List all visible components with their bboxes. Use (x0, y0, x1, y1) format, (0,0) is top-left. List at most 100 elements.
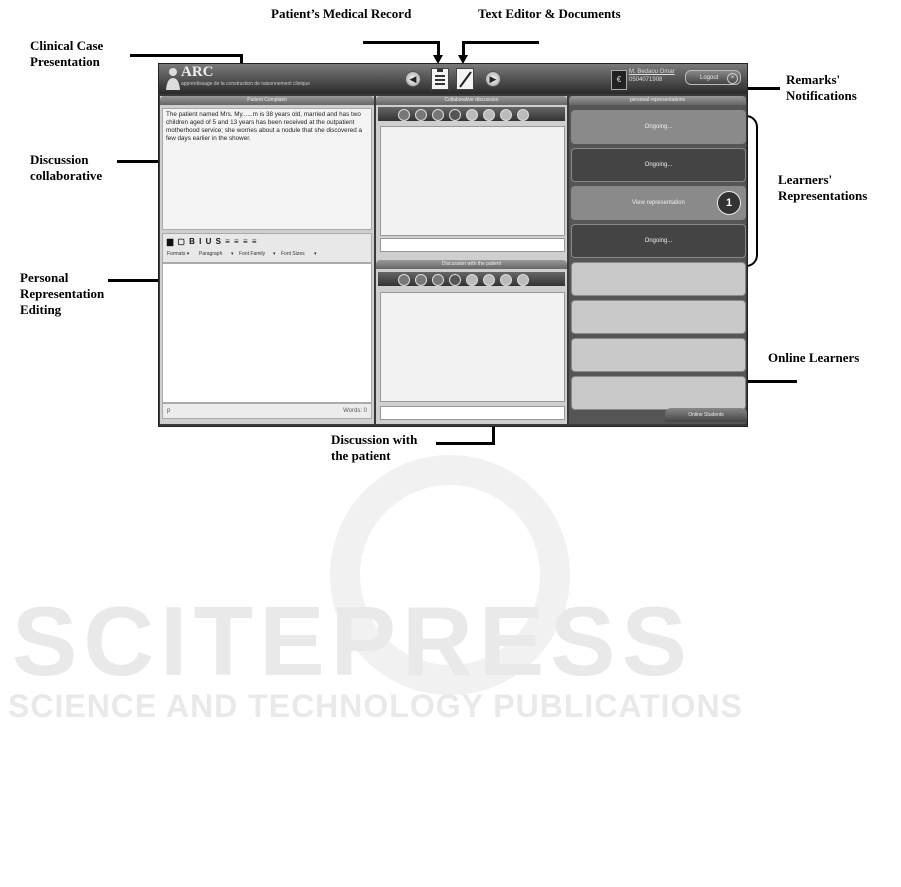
logout-button[interactable]: Logout × (685, 70, 741, 85)
paragraph-select[interactable]: Paragraph (199, 251, 223, 257)
participant-indicators (378, 107, 565, 121)
logout-label: Logout (700, 75, 719, 81)
app-logo-subtitle: apprentissage de la construction de rais… (181, 81, 310, 87)
participant-dot (483, 109, 495, 121)
next-arrow-icon[interactable]: ▶ (485, 71, 501, 87)
personal-representations-header: personal representations (569, 96, 746, 105)
arrow-line (462, 41, 465, 55)
representation-item[interactable]: View representation 1 (571, 186, 746, 220)
patient-complaint-header: Patient Complaint (160, 96, 374, 105)
user-id: 0504071908 (629, 77, 663, 83)
participant-dot (432, 274, 444, 286)
patient-discussion-header: Discussion with the patient (376, 260, 567, 269)
participant-dot (500, 274, 512, 286)
chevron-down-icon[interactable]: ▾ (273, 251, 276, 257)
chevron-down-icon[interactable]: ▾ (231, 251, 234, 257)
arrow-line (437, 41, 440, 55)
avatar: € (611, 70, 627, 90)
annotation-medical-record: Patient’s Medical Record (271, 6, 412, 21)
collaborative-discussion-header: Collaborative discussion (376, 96, 567, 105)
annotation-line: collaborative (30, 168, 103, 183)
annotation-online-learners: Online Learners (768, 350, 860, 365)
representation-item[interactable]: Ongoing... (571, 148, 746, 182)
annotation-line: Remarks' (786, 72, 841, 87)
top-bar: ARC apprentissage de la construction de … (159, 64, 747, 94)
annotation-line: Editing (20, 302, 62, 317)
annotation-line: Learners' (778, 172, 833, 187)
representation-editor[interactable] (162, 263, 372, 403)
participant-dot (415, 274, 427, 286)
representation-item[interactable]: Ongoing... (571, 110, 746, 144)
participant-indicators (378, 272, 565, 286)
empty-slot (571, 338, 746, 372)
annotation-personal-representation: Personal Representation Editing (20, 270, 104, 318)
participant-dot (432, 109, 444, 121)
formatting-icons[interactable]: ▆ ▢ B I U S ≡ ≡ ≡ ≡ (167, 237, 258, 246)
patient-discussion-input[interactable] (380, 406, 565, 420)
participant-dot (415, 109, 427, 121)
user-name[interactable]: M. Bedaou Omar (629, 69, 675, 75)
font-sizes-select[interactable]: Font Sizes (281, 251, 305, 257)
annotation-discussion-patient: Discussion with the patient (331, 432, 417, 464)
chevron-down-icon[interactable]: ▾ (314, 251, 317, 257)
middle-column: Collaborative discussion Discussion with… (376, 96, 567, 424)
participant-dot (517, 274, 529, 286)
participant-dot (517, 109, 529, 121)
empty-slot (571, 376, 746, 410)
arrow-line (108, 279, 183, 282)
participant-dot (398, 109, 410, 121)
arrow-head (433, 55, 443, 64)
text-editor-icon[interactable] (456, 68, 474, 90)
left-column: Patient Complaint The patient named Mrs.… (160, 96, 374, 424)
annotation-line: Personal (20, 270, 69, 285)
annotation-line: Clinical Case (30, 38, 104, 53)
status-path: p (167, 408, 171, 414)
app-logo-title: ARC (181, 64, 214, 80)
annotation-line: the patient (331, 448, 391, 463)
representation-item[interactable]: Ongoing... (571, 224, 746, 258)
annotation-learners-representations: Learners' Representations (778, 172, 867, 204)
arrow-line (726, 87, 780, 90)
participant-dot (500, 109, 512, 121)
arrow-head (458, 55, 468, 64)
annotation-line: Notifications (786, 88, 857, 103)
formats-select[interactable]: Formats ▾ (167, 251, 190, 257)
annotation-discussion-collaborative: Discussion collaborative (30, 152, 102, 184)
annotation-text-editor: Text Editor & Documents (478, 6, 621, 21)
doctor-logo-icon (165, 66, 181, 95)
online-students-button[interactable]: Online Students (665, 408, 747, 422)
annotation-clinical-case: Clinical Case Presentation (30, 38, 103, 70)
previous-arrow-icon[interactable]: ◀ (405, 71, 421, 87)
empty-slot (571, 300, 746, 334)
close-icon[interactable]: × (727, 73, 738, 84)
word-count: Words: 0 (343, 408, 367, 414)
editor-toolbar: ▆ ▢ B I U S ≡ ≡ ≡ ≡ Formats ▾ Paragraph … (162, 233, 372, 263)
annotation-line: Discussion (30, 152, 89, 167)
annotation-line: Discussion with (331, 432, 418, 447)
patient-discussion-area[interactable] (380, 292, 565, 402)
collaborative-discussion-area[interactable] (380, 126, 565, 236)
font-family-select[interactable]: Font Family (239, 251, 266, 257)
arrow-line (462, 41, 539, 44)
arc-app-window: ARC apprentissage de la construction de … (158, 63, 748, 427)
participant-dot (466, 274, 478, 286)
watermark-subtitle: SCIENCE AND TECHNOLOGY PUBLICATIONS (8, 688, 743, 724)
medical-record-icon[interactable] (431, 68, 449, 90)
participant-dot (449, 274, 461, 286)
notification-badge[interactable]: 1 (717, 191, 741, 215)
arrow-line (436, 442, 495, 445)
annotation-line: Representations (778, 188, 868, 203)
annotation-remarks: Remarks' Notifications (786, 72, 857, 104)
view-representation-label: View representation (632, 200, 685, 206)
patient-complaint-text: The patient named Mrs. My......m is 38 y… (162, 108, 372, 230)
arrow-line (705, 380, 797, 383)
empty-slot (571, 262, 746, 296)
participant-dot (483, 274, 495, 286)
arrow-line (130, 54, 243, 57)
right-column: personal representations Ongoing... Ongo… (569, 96, 747, 424)
collaborative-discussion-input[interactable] (380, 238, 565, 252)
participant-dot (466, 109, 478, 121)
arrow-line (363, 41, 440, 44)
watermark-title: SCITEPRESS (12, 586, 693, 696)
annotation-line: Representation (20, 286, 105, 301)
